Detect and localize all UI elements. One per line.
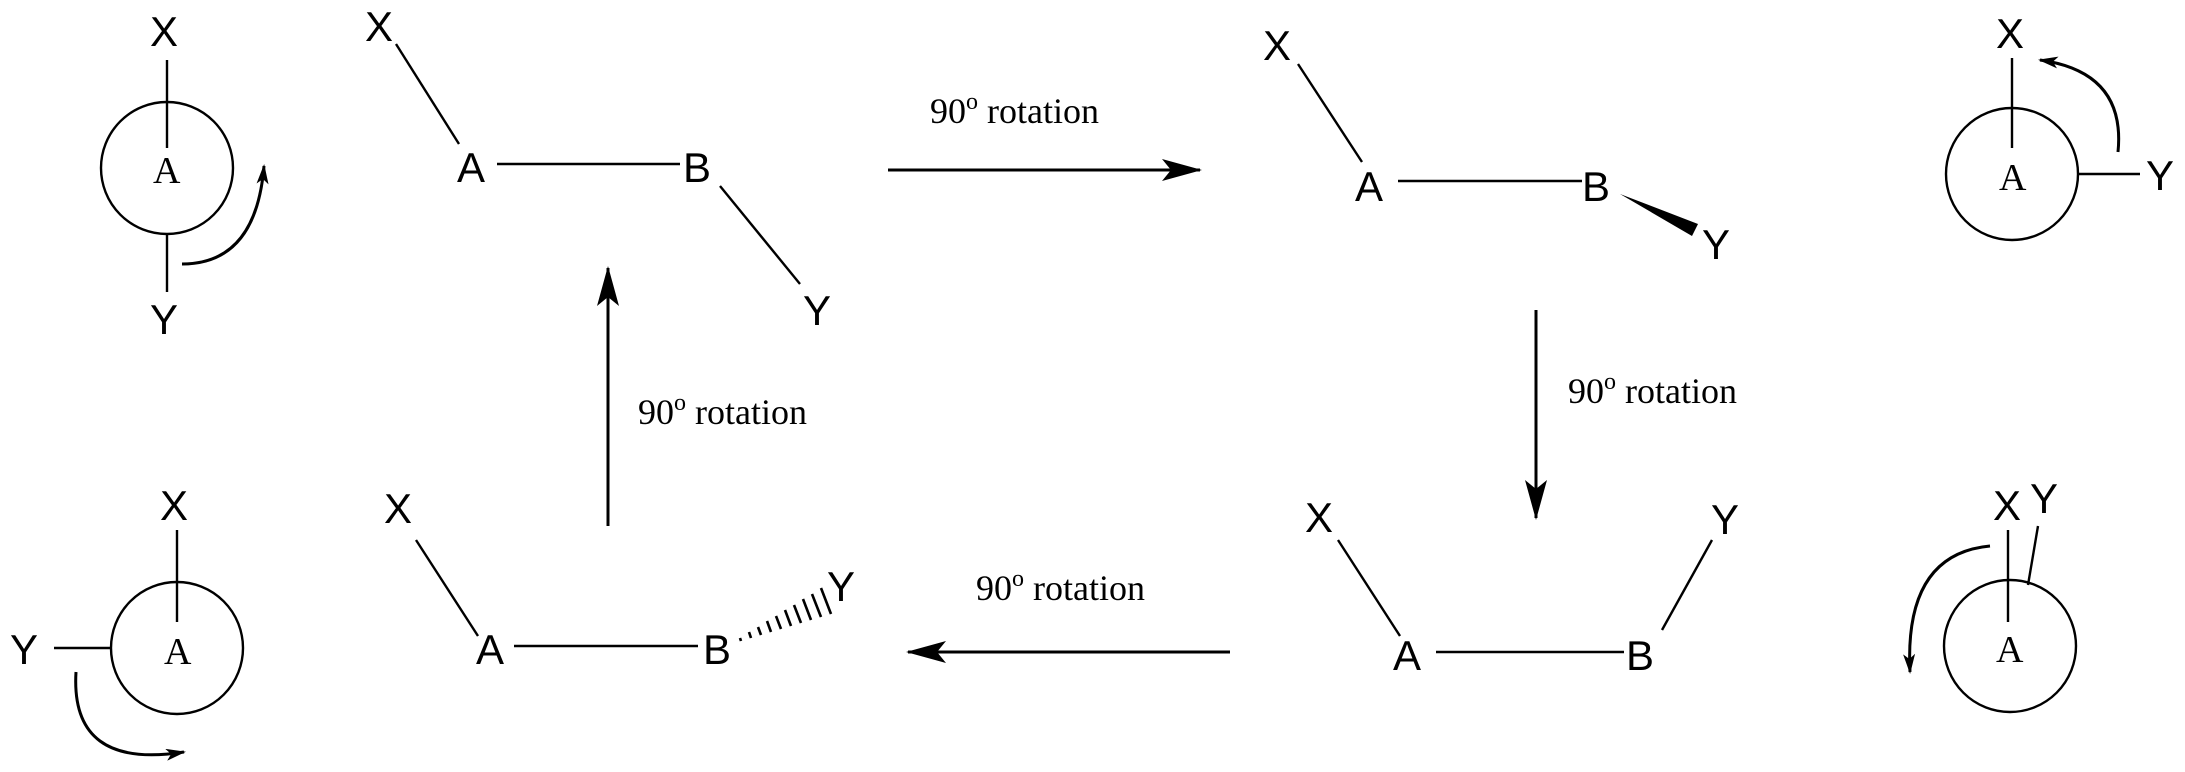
hashed-bond-b-y bbox=[738, 587, 833, 642]
atom-label-a: A bbox=[1996, 629, 2024, 671]
atom-label-y: Y bbox=[1702, 221, 1730, 268]
atom-label-b: B bbox=[683, 144, 711, 191]
atom-label-x: X bbox=[150, 8, 178, 55]
caption-top: 90o rotation bbox=[930, 89, 1099, 131]
atom-label-y: Y bbox=[10, 626, 38, 673]
atom-label-b: B bbox=[1626, 632, 1654, 679]
atom-label-a: A bbox=[1355, 163, 1383, 210]
atom-label-y: Y bbox=[1711, 496, 1739, 543]
curved-rotation-arrow-icon bbox=[181, 164, 269, 266]
atom-label-x: X bbox=[1996, 10, 2024, 57]
atom-label-a: A bbox=[153, 150, 181, 192]
atom-label-a: A bbox=[1393, 632, 1421, 679]
atom-label-x: X bbox=[1305, 494, 1333, 541]
newman-projection-bottom-right: X Y A bbox=[1903, 475, 2078, 714]
atom-label-a: A bbox=[476, 626, 504, 673]
structure-top-right: X A B Y bbox=[1263, 22, 1730, 268]
atom-label-x: X bbox=[384, 485, 412, 532]
structure-top-left: X A B Y bbox=[365, 3, 831, 334]
caption-right: 90o rotation bbox=[1568, 369, 1737, 411]
newman-projection-top-left: X A Y bbox=[99, 8, 269, 343]
rear-atom-circle bbox=[1942, 578, 2078, 714]
atom-label-y: Y bbox=[2146, 152, 2174, 199]
atom-label-b: B bbox=[1582, 163, 1610, 210]
atom-label-a: A bbox=[1999, 157, 2027, 199]
newman-projection-top-right: X A Y bbox=[1944, 10, 2174, 242]
atom-label-y: Y bbox=[803, 287, 831, 334]
atom-label-x: X bbox=[365, 3, 393, 50]
caption-bottom: 90o rotation bbox=[976, 566, 1145, 608]
atom-label-x: X bbox=[1993, 482, 2021, 529]
bond-b-y bbox=[1660, 539, 1714, 631]
atom-label-x: X bbox=[160, 482, 188, 529]
bond-x-a bbox=[1296, 63, 1364, 163]
curved-rotation-arrow-icon bbox=[1903, 544, 1991, 674]
atom-label-a: A bbox=[164, 631, 192, 673]
bond-x-a bbox=[1336, 539, 1402, 637]
atom-label-a: A bbox=[457, 144, 485, 191]
atom-label-y: Y bbox=[827, 563, 855, 610]
wedge-bond-b-y bbox=[1620, 194, 1698, 236]
atom-label-y: Y bbox=[150, 296, 178, 343]
structure-bottom-right: X A B Y bbox=[1305, 494, 1739, 679]
bond-x-a bbox=[394, 43, 461, 145]
curved-rotation-arrow-icon bbox=[2038, 56, 2121, 153]
curved-rotation-arrow-icon bbox=[74, 671, 186, 761]
newman-projection-bottom-left: X A Y bbox=[10, 482, 245, 761]
atom-label-b: B bbox=[703, 626, 731, 673]
bond-x-a bbox=[414, 539, 480, 637]
atom-label-y: Y bbox=[2030, 475, 2058, 522]
atom-label-x: X bbox=[1263, 22, 1291, 69]
caption-left: 90o rotation bbox=[638, 390, 807, 432]
rear-bond-y bbox=[2026, 525, 2040, 586]
structure-bottom-left: X A B Y bbox=[384, 485, 855, 673]
bond-b-y bbox=[719, 185, 801, 285]
